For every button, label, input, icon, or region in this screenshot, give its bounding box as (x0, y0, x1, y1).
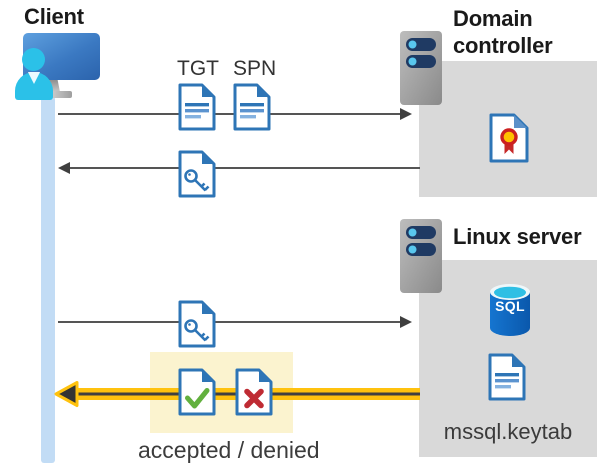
domain-controller-label: Domain controller (453, 6, 553, 58)
arrow-client-to-linux (58, 316, 412, 328)
person-body-icon (15, 72, 53, 100)
key-document-icon (178, 300, 216, 348)
sql-database-icon: SQL (487, 281, 533, 339)
tgt-label: TGT (177, 57, 219, 80)
key-document-icon (178, 150, 216, 198)
server-icon (400, 31, 442, 105)
sql-label: SQL (495, 298, 525, 314)
keytab-label: mssql.keytab (443, 419, 573, 444)
arrow-client-to-dc (58, 108, 412, 120)
server-icon (400, 219, 442, 293)
spn-document-icon (233, 83, 271, 131)
person-head-icon (22, 48, 45, 71)
denied-x-document-icon (235, 368, 273, 416)
certificate-document-icon (489, 113, 529, 163)
accepted-denied-label: accepted / denied (138, 437, 320, 463)
linux-server-label: Linux server (453, 224, 582, 249)
client-user-monitor-icon (15, 28, 107, 100)
monitor-stand-base (42, 91, 72, 98)
keytab-document-icon (488, 353, 526, 401)
arrow-dc-to-client (58, 162, 420, 174)
client-label: Client (24, 4, 84, 29)
accepted-check-document-icon (178, 368, 216, 416)
person-collar (27, 72, 41, 84)
client-lifeline (41, 96, 55, 463)
spn-label: SPN (233, 57, 277, 80)
tgt-document-icon (178, 83, 216, 131)
